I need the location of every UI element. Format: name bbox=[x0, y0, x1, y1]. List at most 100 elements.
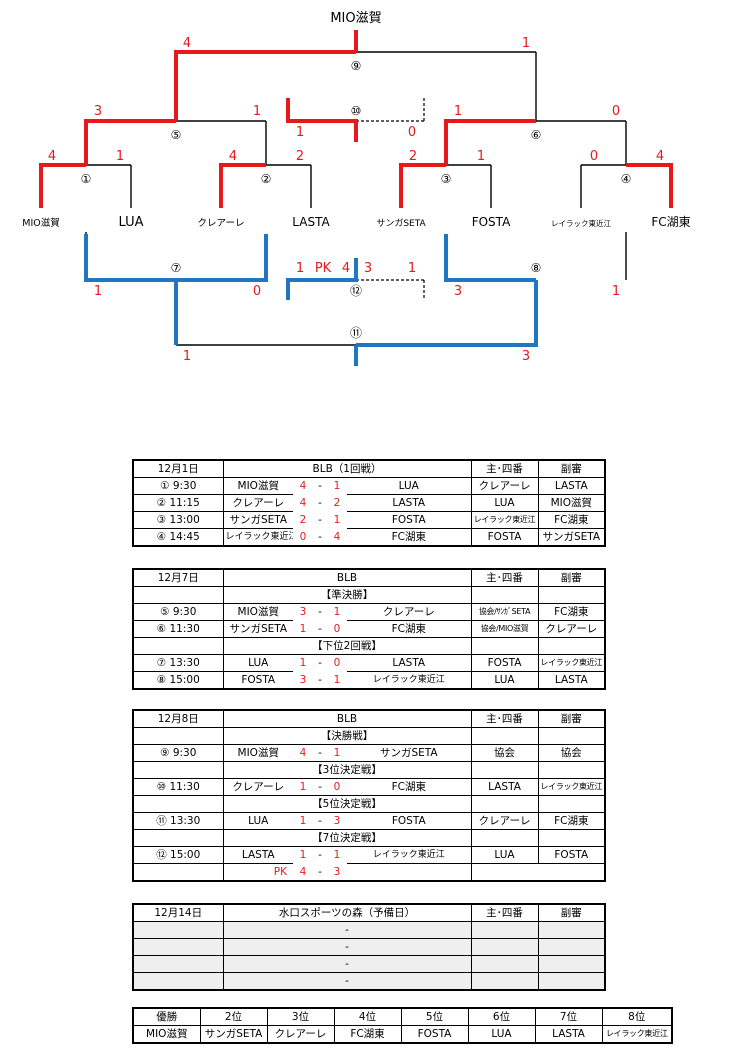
match-row: ⑩ 11:30 クレアーレ 1 - 0 FC湖東 LASTA レイラック東近江 bbox=[132, 778, 606, 796]
score-dash: - bbox=[318, 673, 322, 686]
away-score: 1 bbox=[333, 849, 341, 862]
home-team: LUA bbox=[222, 654, 293, 672]
score-dash: - bbox=[318, 497, 322, 509]
match-label: ⑨ bbox=[351, 59, 362, 73]
bracket-dashed-lines bbox=[356, 98, 425, 300]
session-title: BLB bbox=[222, 568, 472, 587]
match-time: ⑫ 15:00 bbox=[132, 846, 224, 864]
score-dash: - bbox=[318, 781, 322, 793]
team-label: LUA bbox=[118, 215, 143, 230]
final-ranking: 優勝 2位 3位 4位 5位 6位 7位 8位 MIO滋賀 サンガSETA クレ… bbox=[132, 1007, 673, 1044]
header-main-referee: 主･四番 bbox=[470, 568, 539, 587]
empty-row: - bbox=[132, 921, 606, 939]
rank-header: 2位 bbox=[199, 1007, 268, 1026]
match-time: ⑨ 9:30 bbox=[132, 744, 224, 762]
sub-referee: FC湖東 bbox=[537, 511, 606, 529]
home-team: サンガSETA bbox=[222, 620, 293, 638]
home-team: サンガSETA bbox=[222, 511, 293, 529]
score: 0 bbox=[408, 125, 416, 140]
match-time: ② 11:15 bbox=[132, 494, 224, 512]
section-title: 【5位決定戦】 bbox=[222, 795, 472, 813]
score: 1 bbox=[296, 261, 304, 276]
header-sub-referee: 副審 bbox=[537, 568, 606, 587]
match-label: ① bbox=[81, 172, 92, 186]
score: 1 bbox=[612, 284, 620, 299]
score-dash: - bbox=[318, 747, 322, 759]
match-row: ⑥ 11:30 サンガSETA 1 - 0 FC湖東 協会/MIO滋賀 クレアー… bbox=[132, 620, 606, 638]
team-label: FC湖東 bbox=[651, 214, 690, 229]
header-sub-referee: 副審 bbox=[537, 459, 606, 478]
sub-referee: レイラック東近江 bbox=[537, 654, 606, 672]
score-dash: - bbox=[318, 514, 322, 526]
home-team: クレアーレ bbox=[222, 494, 293, 512]
section-title: 【下位2回戦】 bbox=[222, 637, 472, 655]
score: 1 bbox=[408, 261, 416, 276]
ranking-team-row: MIO滋賀 サンガSETA クレアーレ FC湖東 FOSTA LUA LASTA… bbox=[132, 1025, 673, 1044]
pk-label: PK bbox=[315, 261, 332, 276]
home-score: 3 bbox=[299, 673, 307, 686]
sub-referee: レイラック東近江 bbox=[537, 778, 606, 796]
champion-label: MIO滋賀 bbox=[330, 11, 381, 26]
home-team: MIO滋賀 bbox=[222, 744, 293, 762]
main-referee: 協会/MIO滋賀 bbox=[470, 620, 539, 638]
away-team: LASTA bbox=[347, 494, 472, 512]
away-team: LUA bbox=[347, 477, 472, 495]
sub-referee: 協会 bbox=[537, 744, 606, 762]
away-team: LASTA bbox=[347, 654, 472, 672]
score-dash: - bbox=[318, 606, 322, 619]
schedule-day3: 12月8日 BLB 主･四番 副審 【決勝戦】 ⑨ 9:30 MIO滋賀 4 -… bbox=[132, 709, 607, 882]
session-title: BLB bbox=[222, 709, 472, 728]
match-time: ① 9:30 bbox=[132, 477, 224, 495]
score-dash: - bbox=[318, 657, 322, 670]
team-label: クレアーレ bbox=[198, 218, 245, 229]
match-label: ④ bbox=[621, 172, 632, 186]
score: 1 bbox=[522, 36, 530, 51]
score: 3 bbox=[522, 349, 530, 364]
rank-team: FC湖東 bbox=[333, 1025, 402, 1044]
home-score: 2 bbox=[299, 514, 307, 526]
match-label: ⑥ bbox=[531, 128, 542, 142]
score-dash: - bbox=[318, 849, 322, 862]
away-score: 1 bbox=[333, 747, 341, 759]
match-label: ⑫ bbox=[350, 284, 362, 298]
tournament-bracket: MIO滋賀 MIO滋賀 LUA クレアーレ LASTA サンガSETA FOST… bbox=[22, 11, 691, 366]
sub-referee: FOSTA bbox=[537, 846, 606, 864]
away-score: 3 bbox=[333, 815, 341, 827]
header-main-referee: 主･四番 bbox=[470, 459, 539, 478]
score: 1 bbox=[477, 149, 485, 164]
pk-home-score: 4 bbox=[299, 865, 307, 878]
match-time: ⑤ 9:30 bbox=[132, 603, 224, 621]
match-label: ⑤ bbox=[171, 128, 182, 142]
score-dash: - bbox=[222, 938, 472, 956]
match-label: ② bbox=[261, 172, 272, 186]
score: 1 bbox=[94, 284, 102, 299]
main-referee: レイラック東近江 bbox=[470, 511, 539, 529]
header-main-referee: 主･四番 bbox=[470, 709, 539, 728]
match-row: ⑪ 13:30 LUA 1 - 3 FOSTA クレアーレ FC湖東 bbox=[132, 812, 606, 830]
match-row: ⑦ 13:30 LUA 1 - 0 LASTA FOSTA レイラック東近江 bbox=[132, 654, 606, 672]
away-team: FOSTA bbox=[347, 812, 472, 830]
sub-referee: FC湖東 bbox=[537, 603, 606, 621]
sub-referee: MIO滋賀 bbox=[537, 494, 606, 512]
match-row: ① 9:30 MIO滋賀 4 - 1 LUA クレアーレ LASTA bbox=[132, 477, 606, 495]
away-team: FOSTA bbox=[347, 511, 472, 529]
main-referee: FOSTA bbox=[470, 528, 539, 547]
match-row: ② 11:15 クレアーレ 4 - 2 LASTA LUA MIO滋賀 bbox=[132, 494, 606, 512]
score: 4 bbox=[48, 149, 56, 164]
sub-referee: FC湖東 bbox=[537, 812, 606, 830]
session-title: BLB（1回戦） bbox=[222, 459, 472, 478]
match-label: ⑦ bbox=[171, 261, 182, 275]
team-label: サンガSETA bbox=[376, 218, 426, 229]
section-title: 【3位決定戦】 bbox=[222, 761, 472, 779]
home-score: 3 bbox=[299, 606, 307, 619]
home-team: FOSTA bbox=[222, 671, 293, 690]
away-team: FC湖東 bbox=[347, 778, 472, 796]
away-team: レイラック東近江 bbox=[347, 671, 472, 690]
home-team: LASTA bbox=[222, 846, 293, 864]
team-label: MIO滋賀 bbox=[22, 217, 59, 229]
ranking-header-row: 優勝 2位 3位 4位 5位 6位 7位 8位 bbox=[132, 1007, 673, 1026]
rank-header: 優勝 bbox=[132, 1007, 201, 1026]
match-row: ⑤ 9:30 MIO滋賀 3 - 1 クレアーレ 協会/ｻﾝｶﾞSETA FC湖… bbox=[132, 603, 606, 621]
match-label: ⑪ bbox=[350, 326, 362, 340]
home-score: 1 bbox=[299, 657, 307, 670]
